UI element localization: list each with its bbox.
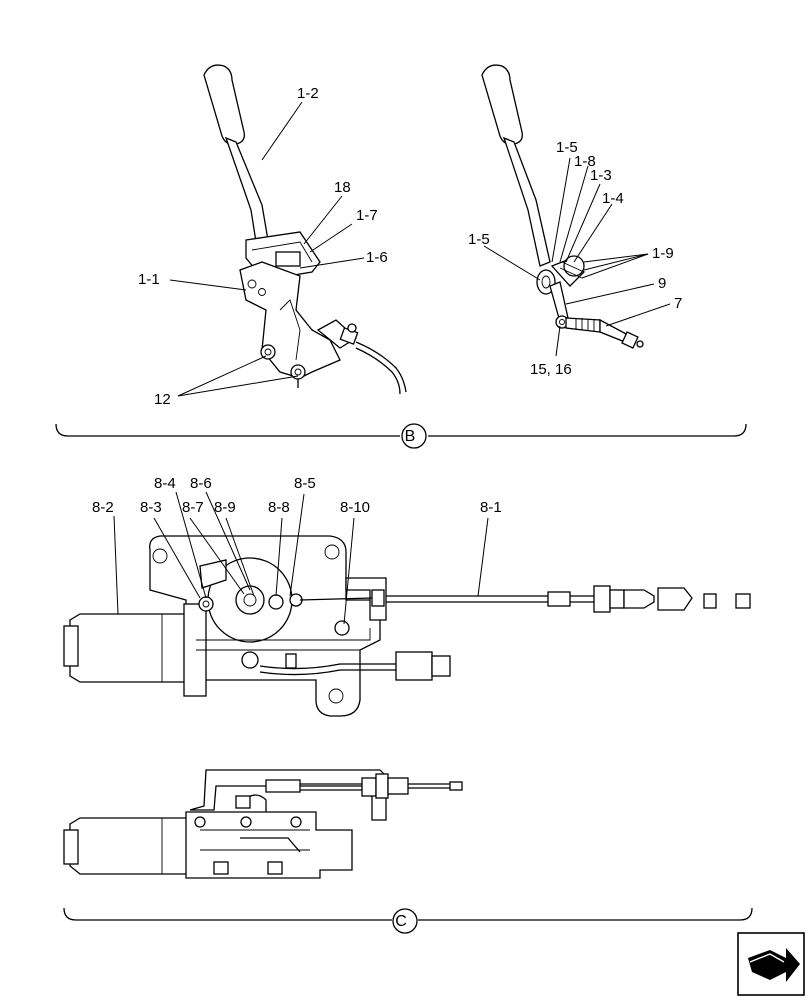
left-lever-assembly [203, 64, 407, 395]
label-1-2: 1-2 [297, 85, 319, 102]
actuator-top-view [63, 535, 751, 717]
right-leader-lines [483, 157, 671, 357]
label-18: 18 [334, 179, 351, 196]
label-1-9: 1-9 [652, 245, 674, 262]
label-8-7: 8-7 [182, 499, 204, 516]
section-c-letter: C [395, 913, 407, 930]
label-1-5: 1-5 [468, 231, 490, 248]
label-12: 12 [154, 391, 171, 408]
label-1-7: 1-7 [356, 207, 378, 224]
top-view-leader-lines [113, 491, 489, 625]
actuator-side-view [63, 769, 463, 879]
label-1-1: 1-1 [138, 271, 160, 288]
section-c-marker [392, 908, 418, 934]
label-1-4: 1-4 [602, 190, 624, 207]
section-b-divider [55, 423, 747, 449]
label-8-1: 8-1 [480, 499, 502, 516]
label-1-3: 1-3 [590, 167, 612, 184]
section-b-marker [401, 423, 427, 449]
section-c-divider [63, 907, 753, 934]
label-1-5-top: 1-5 [556, 139, 578, 156]
label-8-8: 8-8 [268, 499, 290, 516]
label-8-9: 8-9 [214, 499, 236, 516]
label-8-4: 8-4 [154, 475, 176, 492]
label-8-2: 8-2 [92, 499, 114, 516]
label-8-5: 8-5 [294, 475, 316, 492]
label-8-10: 8-10 [340, 499, 370, 516]
label-8-3: 8-3 [140, 499, 162, 516]
label-15-16: 15, 16 [530, 361, 572, 378]
left-leader-lines [169, 101, 365, 397]
label-7: 7 [674, 295, 682, 312]
callout-labels: 1-2 18 1-7 1-6 1-1 12 1-5 1-8 1-3 1-4 1-… [92, 85, 682, 930]
label-9: 9 [658, 275, 666, 292]
section-b-letter: B [405, 428, 416, 445]
label-1-8: 1-8 [574, 153, 596, 170]
label-1-6: 1-6 [366, 249, 388, 266]
right-lever-assembly [481, 64, 644, 349]
next-page-arrow-icon[interactable] [737, 932, 805, 996]
label-8-6: 8-6 [190, 475, 212, 492]
